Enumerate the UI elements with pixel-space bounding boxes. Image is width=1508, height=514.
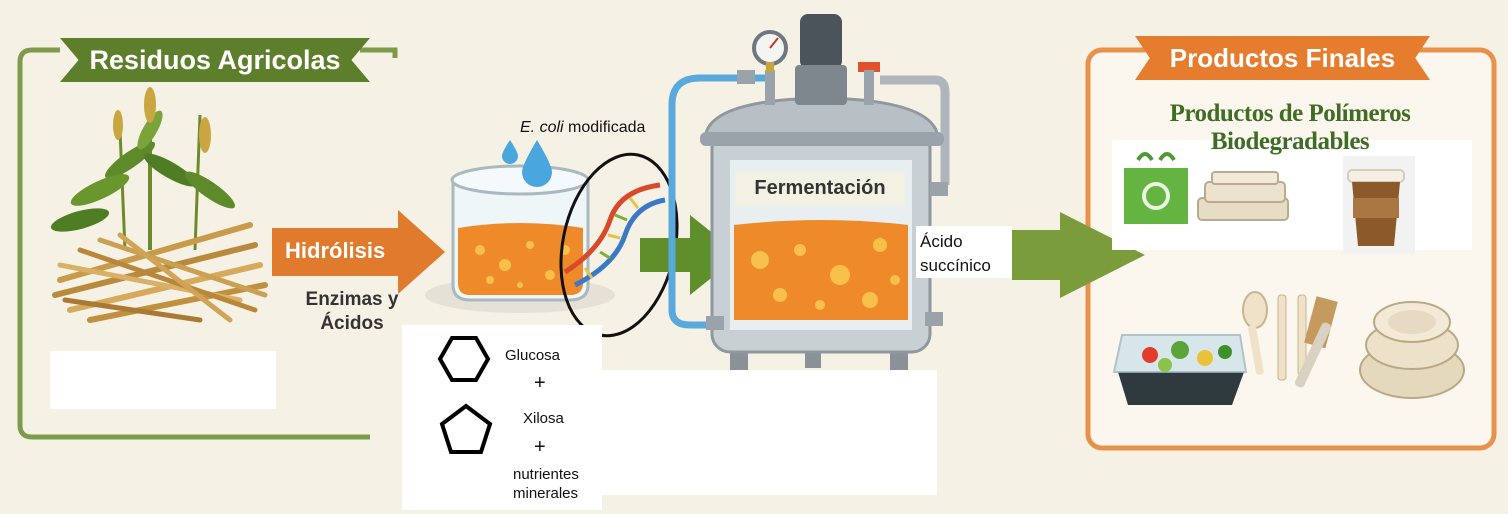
left-panel-frame: [17, 47, 398, 440]
output-arrow: [1012, 212, 1145, 298]
plates-icon: [1359, 301, 1465, 399]
cup-icon: [1343, 156, 1415, 254]
dna-icon: [563, 182, 666, 288]
cutlery-icon: [1242, 291, 1338, 388]
glucose-label: Glucosa: [505, 347, 561, 364]
right-panel-title: Productos Finales: [1169, 42, 1396, 73]
container-icon: [1197, 171, 1289, 221]
hexagon-icon: [437, 336, 491, 382]
left-panel-title: Residuos Agricolas: [89, 44, 341, 75]
left-empty-box: [50, 351, 276, 409]
sugars-box-extension: [602, 370, 937, 495]
hydrolysis-arrow: [272, 210, 445, 294]
ecoli-rest: modificada: [563, 119, 646, 136]
plus-sign-1: +: [534, 372, 546, 394]
hydrolysis-label: Hidrólisis: [285, 238, 386, 263]
bag-icon: [1124, 152, 1188, 224]
xylose-label: Xilosa: [523, 410, 564, 427]
enzymes-label: Enzimas y Ácidos: [305, 289, 399, 334]
pentagon-icon: [439, 403, 493, 454]
nutrients-label: nutrientes minerales: [513, 466, 579, 502]
plus-sign-2: +: [534, 436, 546, 458]
fermentation-label: Fermentación: [754, 177, 886, 199]
straw-icon: [52, 222, 268, 323]
gauge-icon: [752, 30, 788, 72]
ecoli-label: E. coli modificada: [520, 119, 645, 137]
salad-box-icon: [1112, 334, 1248, 405]
succinic-acid-label: Ácido succínico: [920, 232, 991, 275]
beaker-icon: [425, 164, 615, 313]
sugars-box: [402, 325, 602, 510]
right-panel-subtitle: Productos de Polímeros Biodegradables: [1169, 100, 1411, 155]
drop-icon: [502, 140, 552, 187]
ecoli-italic: E. coli: [520, 119, 564, 136]
plant-icon: [50, 87, 235, 251]
left-title-banner: Residuos Agricolas: [60, 38, 370, 82]
product-label-bg: [916, 226, 1012, 278]
right-title-banner: Productos Finales: [1135, 36, 1430, 80]
reactor-label-bg: [735, 172, 905, 206]
